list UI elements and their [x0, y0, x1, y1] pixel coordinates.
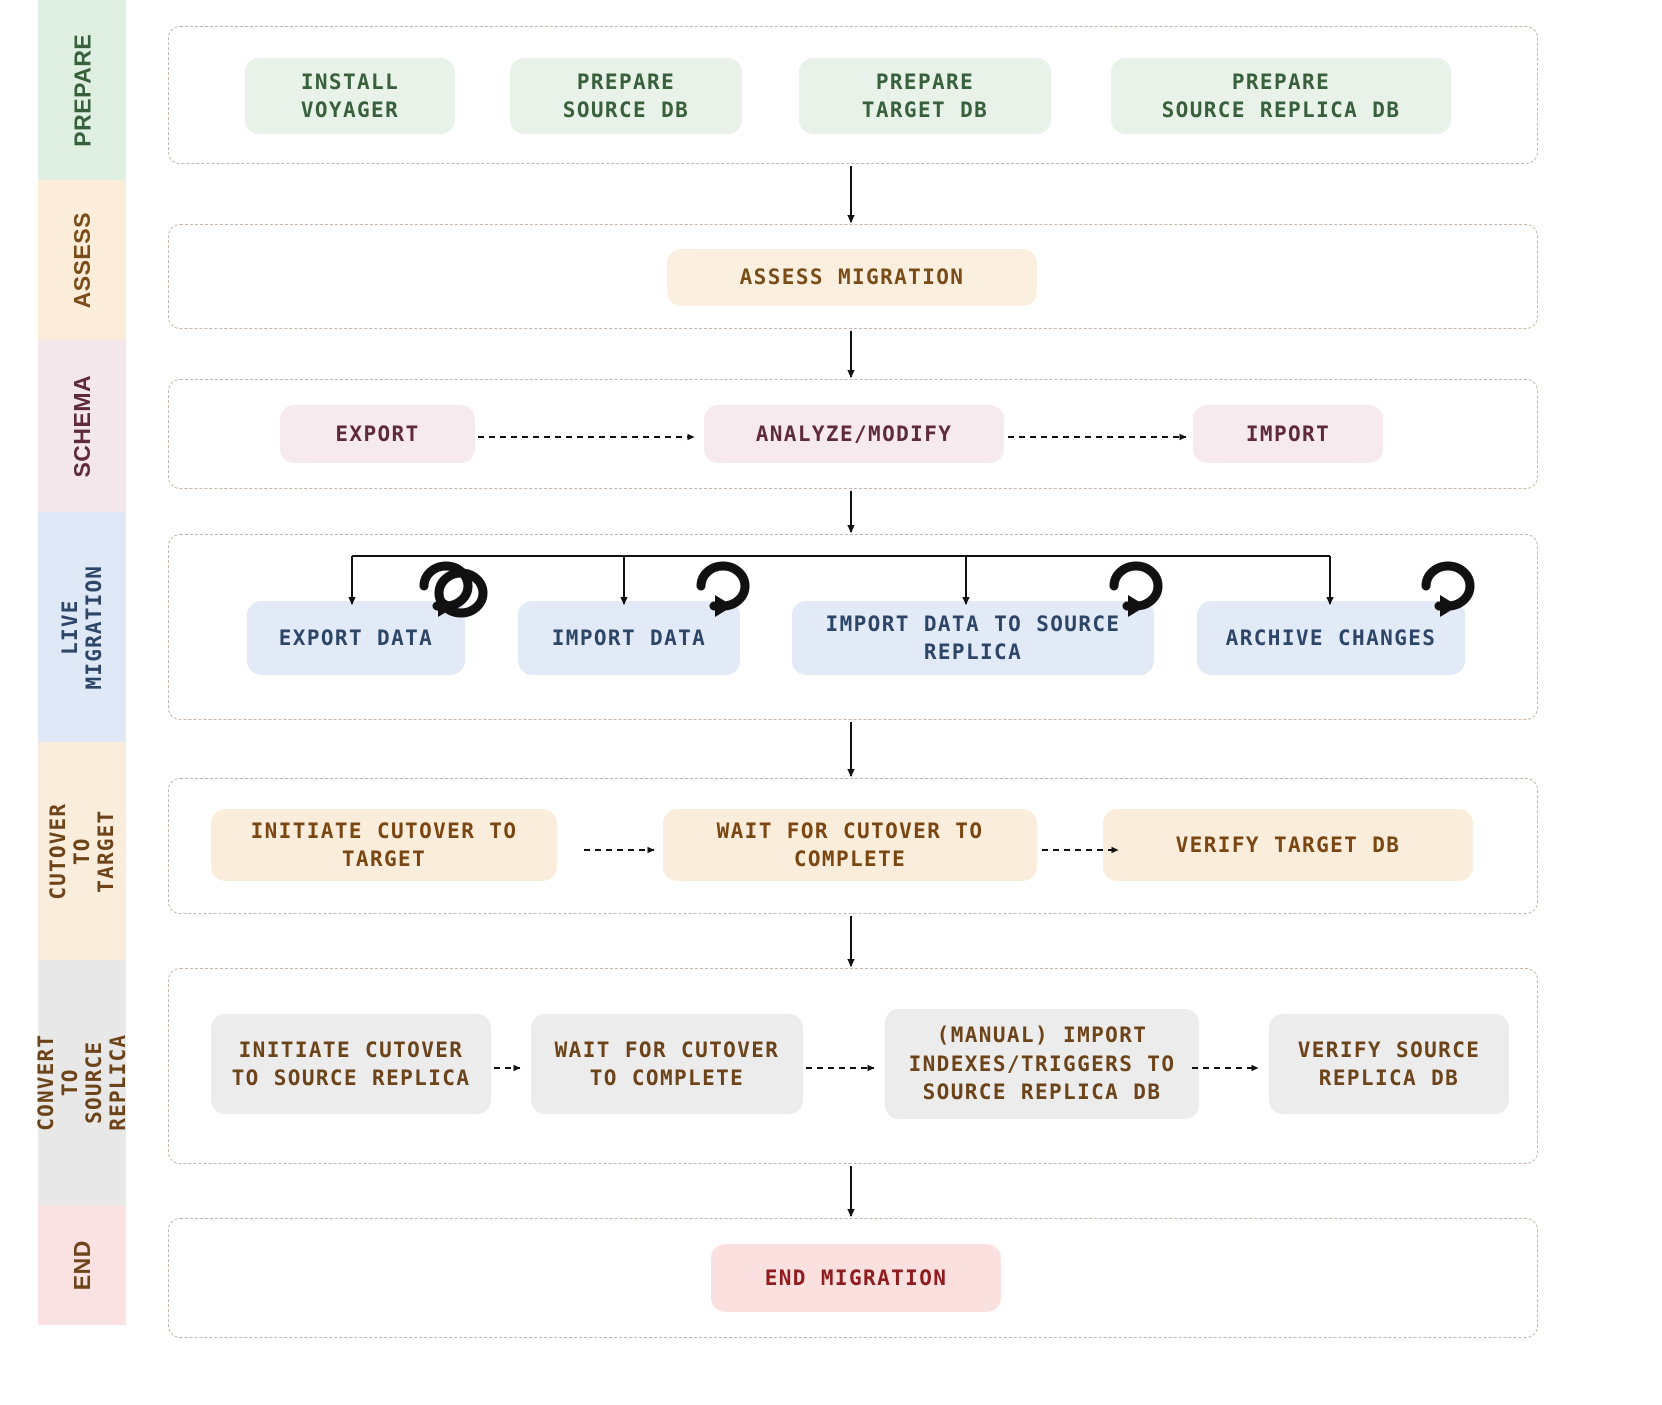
stage-band-live-migration: LIVE MIGRATION: [38, 512, 126, 742]
stage-band-assess: ASSESS: [38, 180, 126, 340]
node-verify-target-db[interactable]: VERIFY TARGET DB: [1103, 809, 1473, 881]
stage-row-prepare: INSTALL VOYAGER PREPARE SOURCE DB PREPAR…: [168, 26, 1538, 164]
stage-label-live-migration: LIVE MIGRATION: [57, 564, 106, 690]
stage-label-cutover-to-target: CUTOVER TO TARGET: [45, 802, 119, 900]
node-wait-for-cutover-to-complete-target[interactable]: WAIT FOR CUTOVER TO COMPLETE: [663, 809, 1037, 881]
node-assess-migration[interactable]: ASSESS MIGRATION: [667, 249, 1037, 306]
node-schema-import[interactable]: IMPORT: [1193, 405, 1383, 463]
node-prepare-target-db[interactable]: PREPARE TARGET DB: [799, 58, 1051, 134]
stage-row-convert-to-source-replica: INITIATE CUTOVER TO SOURCE REPLICA WAIT …: [168, 968, 1538, 1164]
stage-label-schema: SCHEMA: [68, 374, 95, 478]
stage-band-schema: SCHEMA: [38, 340, 126, 512]
node-verify-source-replica-db[interactable]: VERIFY SOURCE REPLICA DB: [1269, 1014, 1509, 1114]
node-schema-export[interactable]: EXPORT: [280, 405, 475, 463]
node-prepare-source-db[interactable]: PREPARE SOURCE DB: [510, 58, 742, 134]
stage-band-end: END: [38, 1205, 126, 1325]
stage-row-cutover-to-target: INITIATE CUTOVER TO TARGET WAIT FOR CUTO…: [168, 778, 1538, 914]
stage-label-end: END: [68, 1239, 95, 1291]
node-export-data[interactable]: EXPORT DATA: [247, 601, 465, 675]
stage-row-live-migration: EXPORT DATA IMPORT DATA IMPORT DATA TO S…: [168, 534, 1538, 720]
stage-band-prepare: PREPARE: [38, 0, 126, 180]
node-initiate-cutover-to-source-replica[interactable]: INITIATE CUTOVER TO SOURCE REPLICA: [211, 1014, 491, 1114]
node-schema-analyze-modify[interactable]: ANALYZE/MODIFY: [704, 405, 1004, 463]
stage-band-cutover-to-target: CUTOVER TO TARGET: [38, 742, 126, 960]
node-prepare-source-replica-db[interactable]: PREPARE SOURCE REPLICA DB: [1111, 58, 1451, 134]
stage-label-convert-to-source-replica: CONVERT TO SOURCE REPLICA: [33, 1034, 131, 1131]
node-install-voyager[interactable]: INSTALL VOYAGER: [245, 58, 455, 134]
stage-row-assess: ASSESS MIGRATION: [168, 224, 1538, 329]
node-wait-for-cutover-to-complete-replica[interactable]: WAIT FOR CUTOVER TO COMPLETE: [531, 1014, 803, 1114]
node-end-migration[interactable]: END MIGRATION: [711, 1244, 1001, 1312]
node-archive-changes[interactable]: ARCHIVE CHANGES: [1197, 601, 1465, 675]
stage-label-prepare: PREPARE: [68, 33, 95, 147]
stage-row-end: END MIGRATION: [168, 1218, 1538, 1338]
stage-row-schema: EXPORT ANALYZE/MODIFY IMPORT: [168, 379, 1538, 489]
stage-rail: PREPARE ASSESS SCHEMA LIVE MIGRATION CUT…: [34, 0, 130, 1405]
node-manual-import-indexes-triggers[interactable]: (MANUAL) IMPORT INDEXES/TRIGGERS TO SOUR…: [885, 1009, 1199, 1119]
node-import-data-to-source-replica[interactable]: IMPORT DATA TO SOURCE REPLICA: [792, 601, 1154, 675]
stage-label-assess: ASSESS: [68, 211, 95, 309]
node-initiate-cutover-to-target[interactable]: INITIATE CUTOVER TO TARGET: [211, 809, 557, 881]
stage-band-convert-to-source-replica: CONVERT TO SOURCE REPLICA: [34, 960, 130, 1205]
node-import-data[interactable]: IMPORT DATA: [518, 601, 740, 675]
